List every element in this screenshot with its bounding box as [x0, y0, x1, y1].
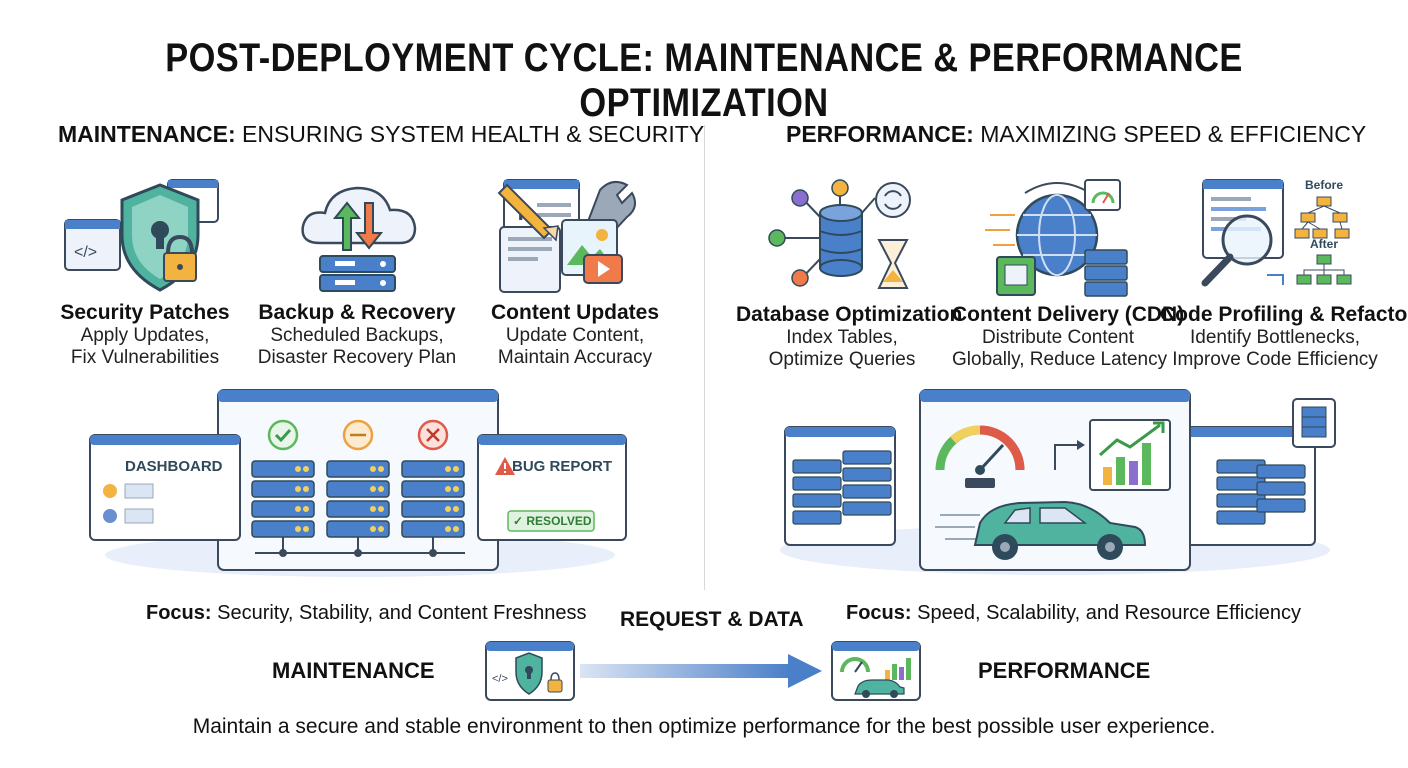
item-title: Security Patches [60, 301, 230, 324]
page-title: POST-DEPLOYMENT CYCLE: MAINTENANCE & PER… [165, 36, 1243, 125]
performance-focus: Focus: Speed, Scalability, and Resource … [846, 602, 1301, 625]
item-desc-1: Identify Bottlenecks, [1189, 327, 1361, 348]
focus-text: Speed, Scalability, and Resource Efficie… [911, 602, 1302, 624]
item-desc-2: Improve Code Efficiency [1172, 349, 1378, 370]
footer-caption: Maintain a secure and stable environment… [192, 715, 1216, 738]
item-desc-1: Distribute Content [981, 327, 1135, 348]
database-network-icon [768, 179, 911, 289]
section-divider [704, 125, 705, 590]
item-title: Code Profiling & Refactoring [1160, 303, 1408, 326]
after-label: After [1310, 237, 1339, 251]
flow-arrow-label: REQUEST & DATA [620, 608, 804, 631]
svg-text:</>: </> [492, 673, 508, 685]
flow-to-label: PERFORMANCE [978, 658, 1151, 683]
focus-bold: Focus: [846, 602, 912, 624]
content-updates-label: Content Updates Update Content, Maintain… [475, 301, 675, 369]
maintenance-heading-text: ENSURING SYSTEM HEALTH & SECURITY [235, 121, 705, 147]
security-patches-label: Security Patches Apply Updates, Fix Vuln… [45, 301, 245, 369]
cdn-label: Content Delivery (CDN) Distribute Conten… [952, 303, 1185, 371]
maintenance-mini-icon: </> [485, 641, 575, 701]
item-desc-2: Disaster Recovery Plan [257, 347, 457, 368]
flow-arrow-icon [580, 654, 822, 688]
item-title: Content Delivery (CDN) [952, 303, 1185, 326]
item-desc-1: Apply Updates, [80, 325, 210, 346]
item-desc-2: Fix Vulnerabilities [70, 347, 220, 368]
item-desc-2: Maintain Accuracy [497, 347, 653, 368]
item-desc-2: Globally, Reduce Latency [952, 349, 1168, 370]
performance-heading-bold: PERFORMANCE: [786, 121, 974, 147]
before-label: Before [1305, 178, 1344, 192]
content-edit-icon: T [497, 179, 637, 293]
dashboard-label: DASHBOARD [125, 458, 223, 475]
maintenance-heading: MAINTENANCE: ENSURING SYSTEM HEALTH & SE… [58, 121, 704, 148]
maintenance-focus: Focus: Security, Stability, and Content … [146, 602, 587, 625]
performance-heading-text: MAXIMIZING SPEED & EFFICIENCY [973, 121, 1367, 147]
resolved-badge: ✓ RESOLVED [513, 514, 592, 528]
item-desc-1: Update Content, [505, 325, 645, 346]
cloud-backup-icon [301, 186, 417, 292]
flow-from-label: MAINTENANCE [272, 658, 435, 683]
database-optimization-label: Database Optimization Index Tables, Opti… [736, 303, 963, 371]
bug-report-label: BUG REPORT [512, 458, 613, 475]
code-magnifier-icon [1201, 179, 1352, 287]
item-title: Content Updates [491, 301, 659, 324]
code-profiling-label: Code Profiling & Refactoring Identify Bo… [1160, 303, 1408, 371]
item-desc-1: Scheduled Backups, [270, 325, 444, 346]
item-title: Database Optimization [736, 303, 963, 326]
performance-heading: PERFORMANCE: MAXIMIZING SPEED & EFFICIEN… [786, 121, 1366, 148]
item-desc-1: Index Tables, [786, 327, 898, 348]
performance-illustration [780, 389, 1336, 575]
performance-mini-icon [831, 641, 921, 701]
shield-lock-icon: /> </> [64, 179, 219, 292]
globe-cdn-icon [985, 179, 1128, 297]
maintenance-heading-bold: MAINTENANCE: [58, 121, 236, 147]
maintenance-illustration [89, 389, 627, 577]
backup-recovery-label: Backup & Recovery Scheduled Backups, Dis… [252, 301, 462, 369]
svg-text:</>: </> [74, 244, 97, 261]
item-title: Backup & Recovery [258, 301, 456, 324]
item-desc-2: Optimize Queries [768, 349, 916, 370]
focus-bold: Focus: [146, 602, 212, 624]
focus-text: Security, Stability, and Content Freshne… [211, 602, 587, 624]
